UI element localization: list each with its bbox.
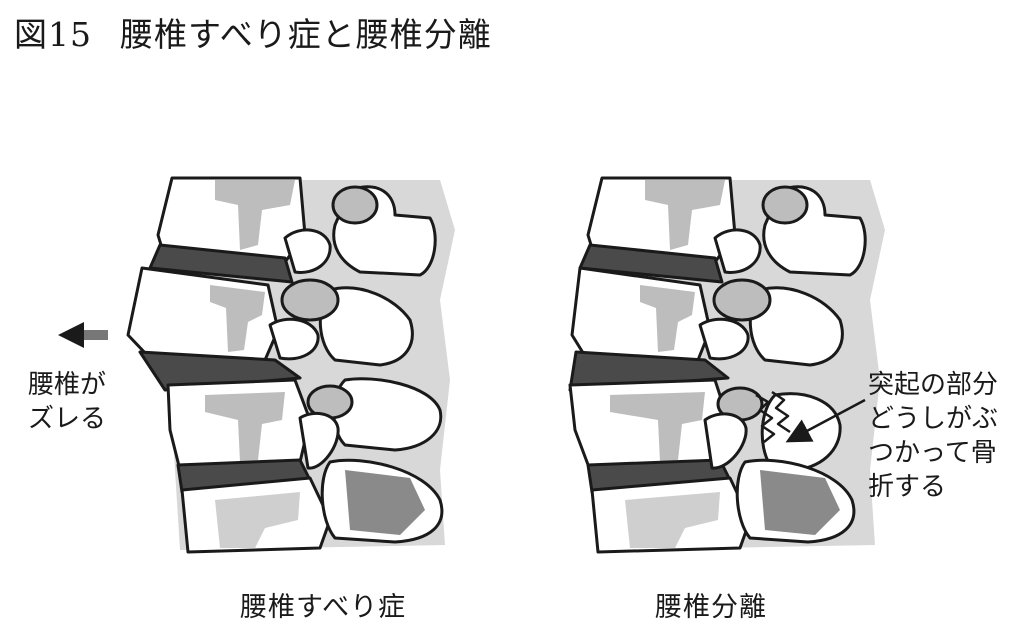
left-lower-shadow — [205, 392, 285, 462]
left-upper-shadow — [215, 180, 295, 250]
fracture-line-2 — [771, 390, 791, 434]
right-pedicle-3 — [703, 412, 748, 470]
left-pedicle-2 — [268, 317, 320, 361]
fracture-line — [755, 393, 776, 443]
slip-label-line1: 腰椎が — [28, 370, 107, 400]
callout-line3: つかって骨 — [868, 438, 997, 468]
callout-arrow — [785, 398, 866, 443]
right-lower-shadow — [610, 392, 705, 462]
slip-label: 腰椎が ズレる — [28, 368, 106, 436]
left-facet-2 — [280, 278, 340, 322]
right-upper-shadow — [645, 180, 725, 250]
left-lower-shading — [345, 470, 425, 535]
left-middle-shadow — [210, 285, 265, 352]
right-pedicle-1 — [713, 228, 762, 274]
right-upper-disc — [578, 243, 724, 284]
figure-title-text: 腰椎すべり症と腰椎分離 — [120, 15, 492, 54]
right-facet-1 — [761, 185, 809, 225]
left-upper-disc — [148, 243, 294, 284]
fracture-callout: 突起の部分 どうしがぶ つかって骨 折する — [868, 368, 998, 504]
left-base-shadow — [215, 492, 300, 548]
left-caption: 腰椎すべり症 — [240, 592, 407, 623]
callout-line2: どうしがぶ — [868, 404, 999, 434]
left-facet-1 — [331, 185, 379, 225]
left-spinous-process-2 — [318, 286, 414, 367]
right-spinous-process-2 — [748, 286, 844, 367]
right-caption: 腰椎分離 — [655, 592, 767, 623]
left-spine-illustration — [126, 176, 455, 554]
right-lower-shading — [760, 470, 840, 535]
left-pedicle-1 — [283, 228, 332, 274]
right-spine-illustration — [568, 176, 885, 554]
right-middle-shadow — [640, 285, 695, 352]
right-pedicle-2 — [698, 317, 750, 361]
slip-arrow — [58, 322, 108, 348]
callout-line1: 突起の部分 — [868, 370, 999, 400]
figure-number: 図15 — [14, 15, 92, 54]
slip-label-line2: ズレる — [28, 404, 107, 434]
callout-line4: 折する — [868, 472, 947, 502]
left-pedicle-3 — [298, 411, 340, 470]
figure-title: 図15 腰椎すべり症と腰椎分離 — [14, 8, 492, 56]
right-facet-2 — [712, 278, 772, 322]
right-base-shadow — [625, 492, 720, 548]
